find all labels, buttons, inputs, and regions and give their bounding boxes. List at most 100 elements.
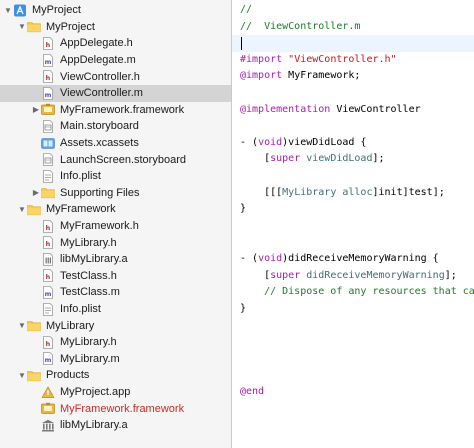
svg-text:m: m [45, 357, 52, 365]
asset-catalog-icon [41, 137, 55, 150]
code-line[interactable]: @import MyFramework; [232, 68, 474, 85]
source-file-icon: m [41, 286, 55, 299]
source-file-icon: m [41, 352, 55, 366]
code-token-keyword: @import [240, 70, 289, 82]
navigator-item[interactable]: ▼Info.plist [0, 168, 231, 185]
disclosure-expanded-icon[interactable]: ▼ [4, 5, 12, 15]
navigator-item[interactable]: ▼Assets.xcassets [0, 135, 231, 152]
code-line[interactable]: @end [232, 384, 474, 401]
navigator-item-label: Supporting Files [60, 186, 140, 199]
navigator-item-label: MyProject [32, 4, 81, 17]
code-line[interactable]: } [232, 201, 474, 218]
navigator-item[interactable]: ▼MyLibrary [0, 317, 231, 334]
navigator-item[interactable]: ▶ MyFramework.framework [0, 102, 231, 119]
code-token-comment: // ViewController.m [240, 20, 361, 32]
navigator-item[interactable]: ▼MyFramework [0, 201, 231, 218]
code-line[interactable] [232, 218, 474, 235]
code-token-plain: } [240, 302, 247, 314]
navigator-item[interactable]: ▼MyProject.app [0, 384, 231, 401]
code-line[interactable]: // [232, 2, 474, 19]
navigator-item-label: MyLibrary.h [60, 336, 117, 349]
code-line[interactable] [232, 234, 474, 251]
code-line[interactable] [232, 35, 474, 52]
code-line[interactable]: } [232, 301, 474, 318]
navigator-item[interactable]: ▼libMyLibrary.a [0, 417, 231, 434]
project-icon [13, 4, 27, 17]
code-line[interactable]: #import "ViewController.h" [232, 52, 474, 69]
disclosure-expanded-icon[interactable]: ▼ [18, 204, 26, 214]
navigator-item[interactable]: ▼MyFramework.framework [0, 400, 231, 417]
code-line[interactable]: // ViewController.m [232, 19, 474, 36]
code-line[interactable]: - (void)viewDidLoad { [232, 135, 474, 152]
code-token-class: didReceiveMemoryWarning [306, 269, 445, 281]
code-line[interactable]: [super viewDidLoad]; [232, 151, 474, 168]
storyboard-icon [41, 120, 55, 133]
code-line[interactable] [232, 317, 474, 334]
navigator-item[interactable]: ▼LaunchScreen.storyboard [0, 151, 231, 168]
folder-icon [27, 319, 41, 332]
code-token-keyword: void [258, 136, 283, 148]
code-token-keyword: @implementation [240, 103, 337, 115]
navigator-item[interactable]: ▼ MyProject [0, 2, 231, 19]
header-file-icon: h [41, 37, 55, 50]
code-line[interactable]: @implementation ViewController [232, 102, 474, 119]
code-line[interactable] [232, 85, 474, 102]
framework-icon [41, 402, 55, 415]
code-line[interactable] [232, 351, 474, 368]
disclosure-expanded-icon[interactable]: ▼ [18, 321, 26, 331]
navigator-item-label: LaunchScreen.storyboard [60, 153, 186, 166]
navigator-item[interactable]: ▼libMyLibrary.a [0, 251, 231, 268]
navigator-item[interactable]: ▼Products [0, 367, 231, 384]
disclosure-expanded-icon[interactable]: ▼ [18, 22, 26, 32]
code-token-class: alloc [342, 186, 373, 198]
navigator-item-label: Info.plist [60, 303, 101, 316]
plist-file-icon [41, 169, 55, 183]
header-file-icon: h [41, 70, 55, 84]
code-token-plain: MyFramework; [288, 70, 361, 82]
code-line[interactable] [232, 168, 474, 185]
svg-text:h: h [46, 41, 51, 49]
svg-text:h: h [46, 340, 51, 348]
code-line[interactable]: - (void)didReceiveMemoryWarning { [232, 251, 474, 268]
navigator-item[interactable]: ▼Info.plist [0, 301, 231, 318]
code-token-plain: [[[ [240, 186, 283, 198]
disclosure-collapsed-icon[interactable]: ▶ [32, 105, 40, 115]
code-line[interactable]: // Dispose of any resources that can [232, 284, 474, 301]
folder-icon [27, 20, 41, 33]
library-file-icon [41, 252, 55, 266]
code-token-plain: [ [240, 269, 271, 281]
navigator-item-label: libMyLibrary.a [60, 419, 128, 432]
code-token-keyword: @end [240, 385, 265, 397]
code-editor[interactable]: //// ViewController.m #import "ViewContro… [232, 0, 474, 448]
navigator-item-label: MyFramework.framework [60, 103, 185, 116]
code-line[interactable] [232, 367, 474, 384]
code-line[interactable] [232, 118, 474, 135]
navigator-item-label: MyLibrary.m [60, 352, 120, 365]
navigator-item-label: libMyLibrary.a [60, 253, 128, 266]
code-line[interactable]: [[[MyLibrary alloc]init]test]; [232, 185, 474, 202]
code-token-keyword: super [270, 269, 301, 281]
svg-text:m: m [45, 290, 52, 298]
code-token-keyword: void [258, 253, 283, 264]
code-line[interactable]: [super didReceiveMemoryWarning]; [232, 268, 474, 285]
navigator-item[interactable]: ▼MyProject [0, 19, 231, 36]
navigator-item[interactable]: ▼Main.storyboard [0, 118, 231, 135]
disclosure-collapsed-icon[interactable]: ▶ [32, 188, 40, 198]
navigator-item[interactable]: ▶ Supporting Files [0, 185, 231, 202]
navigator-item-label: MyFramework.framework [60, 402, 185, 415]
code-token-plain: )viewDidLoad { [282, 136, 367, 148]
disclosure-expanded-icon[interactable]: ▼ [18, 370, 26, 380]
code-line[interactable] [232, 334, 474, 351]
code-token-plain: - ( [240, 136, 259, 148]
